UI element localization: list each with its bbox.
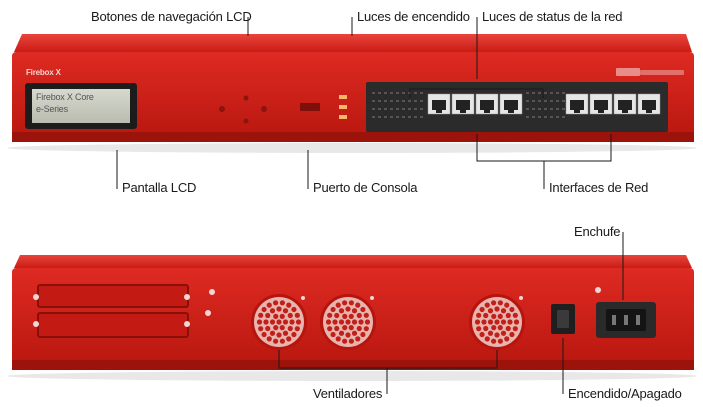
lcd-text-line2: e-Series: [36, 104, 68, 114]
brand-text: Firebox X: [26, 68, 61, 77]
ethernet-port-icon: [565, 93, 589, 115]
console-port: [300, 103, 320, 111]
ethernet-port-icon: [475, 93, 499, 115]
fans: [251, 294, 525, 350]
label-power-lights: Luces de encendido: [357, 9, 470, 24]
lcd-text-line1: Firebox X Core: [36, 92, 94, 102]
fan-grille-icon: [469, 294, 525, 350]
label-console-port: Puerto de Consola: [313, 180, 418, 195]
ethernet-port-icon: [499, 93, 523, 115]
callout-lines: [116, 17, 624, 394]
label-network-interfaces: Interfaces de Red: [549, 180, 649, 195]
ethernet-port-icon: [427, 93, 451, 115]
ethernet-port-icon: [451, 93, 475, 115]
ethernet-port-icon: [589, 93, 613, 115]
network-panel: [366, 82, 668, 132]
label-power-switch: Encendido/Apagado: [568, 386, 682, 401]
label-network-status-lights: Luces de status de la red: [482, 9, 623, 24]
fan-grille-icon: [251, 294, 307, 350]
label-fans: Ventiladores: [313, 386, 383, 401]
lcd-screen: [25, 83, 137, 129]
expansion-slots: [33, 284, 215, 338]
power-lights: [339, 95, 347, 119]
lcd-nav-buttons: [219, 95, 267, 124]
power-switch: [551, 304, 575, 334]
label-lcd-screen: Pantalla LCD: [122, 180, 197, 195]
brand-logo: [616, 68, 684, 76]
fan-grille-icon: [320, 294, 376, 350]
ethernet-port-icon: [637, 93, 661, 115]
label-power-plug: Enchufe: [574, 224, 621, 239]
power-plug: [595, 287, 656, 338]
label-lcd-nav-buttons: Botones de navegación LCD: [91, 9, 252, 24]
ethernet-port-icon: [613, 93, 637, 115]
